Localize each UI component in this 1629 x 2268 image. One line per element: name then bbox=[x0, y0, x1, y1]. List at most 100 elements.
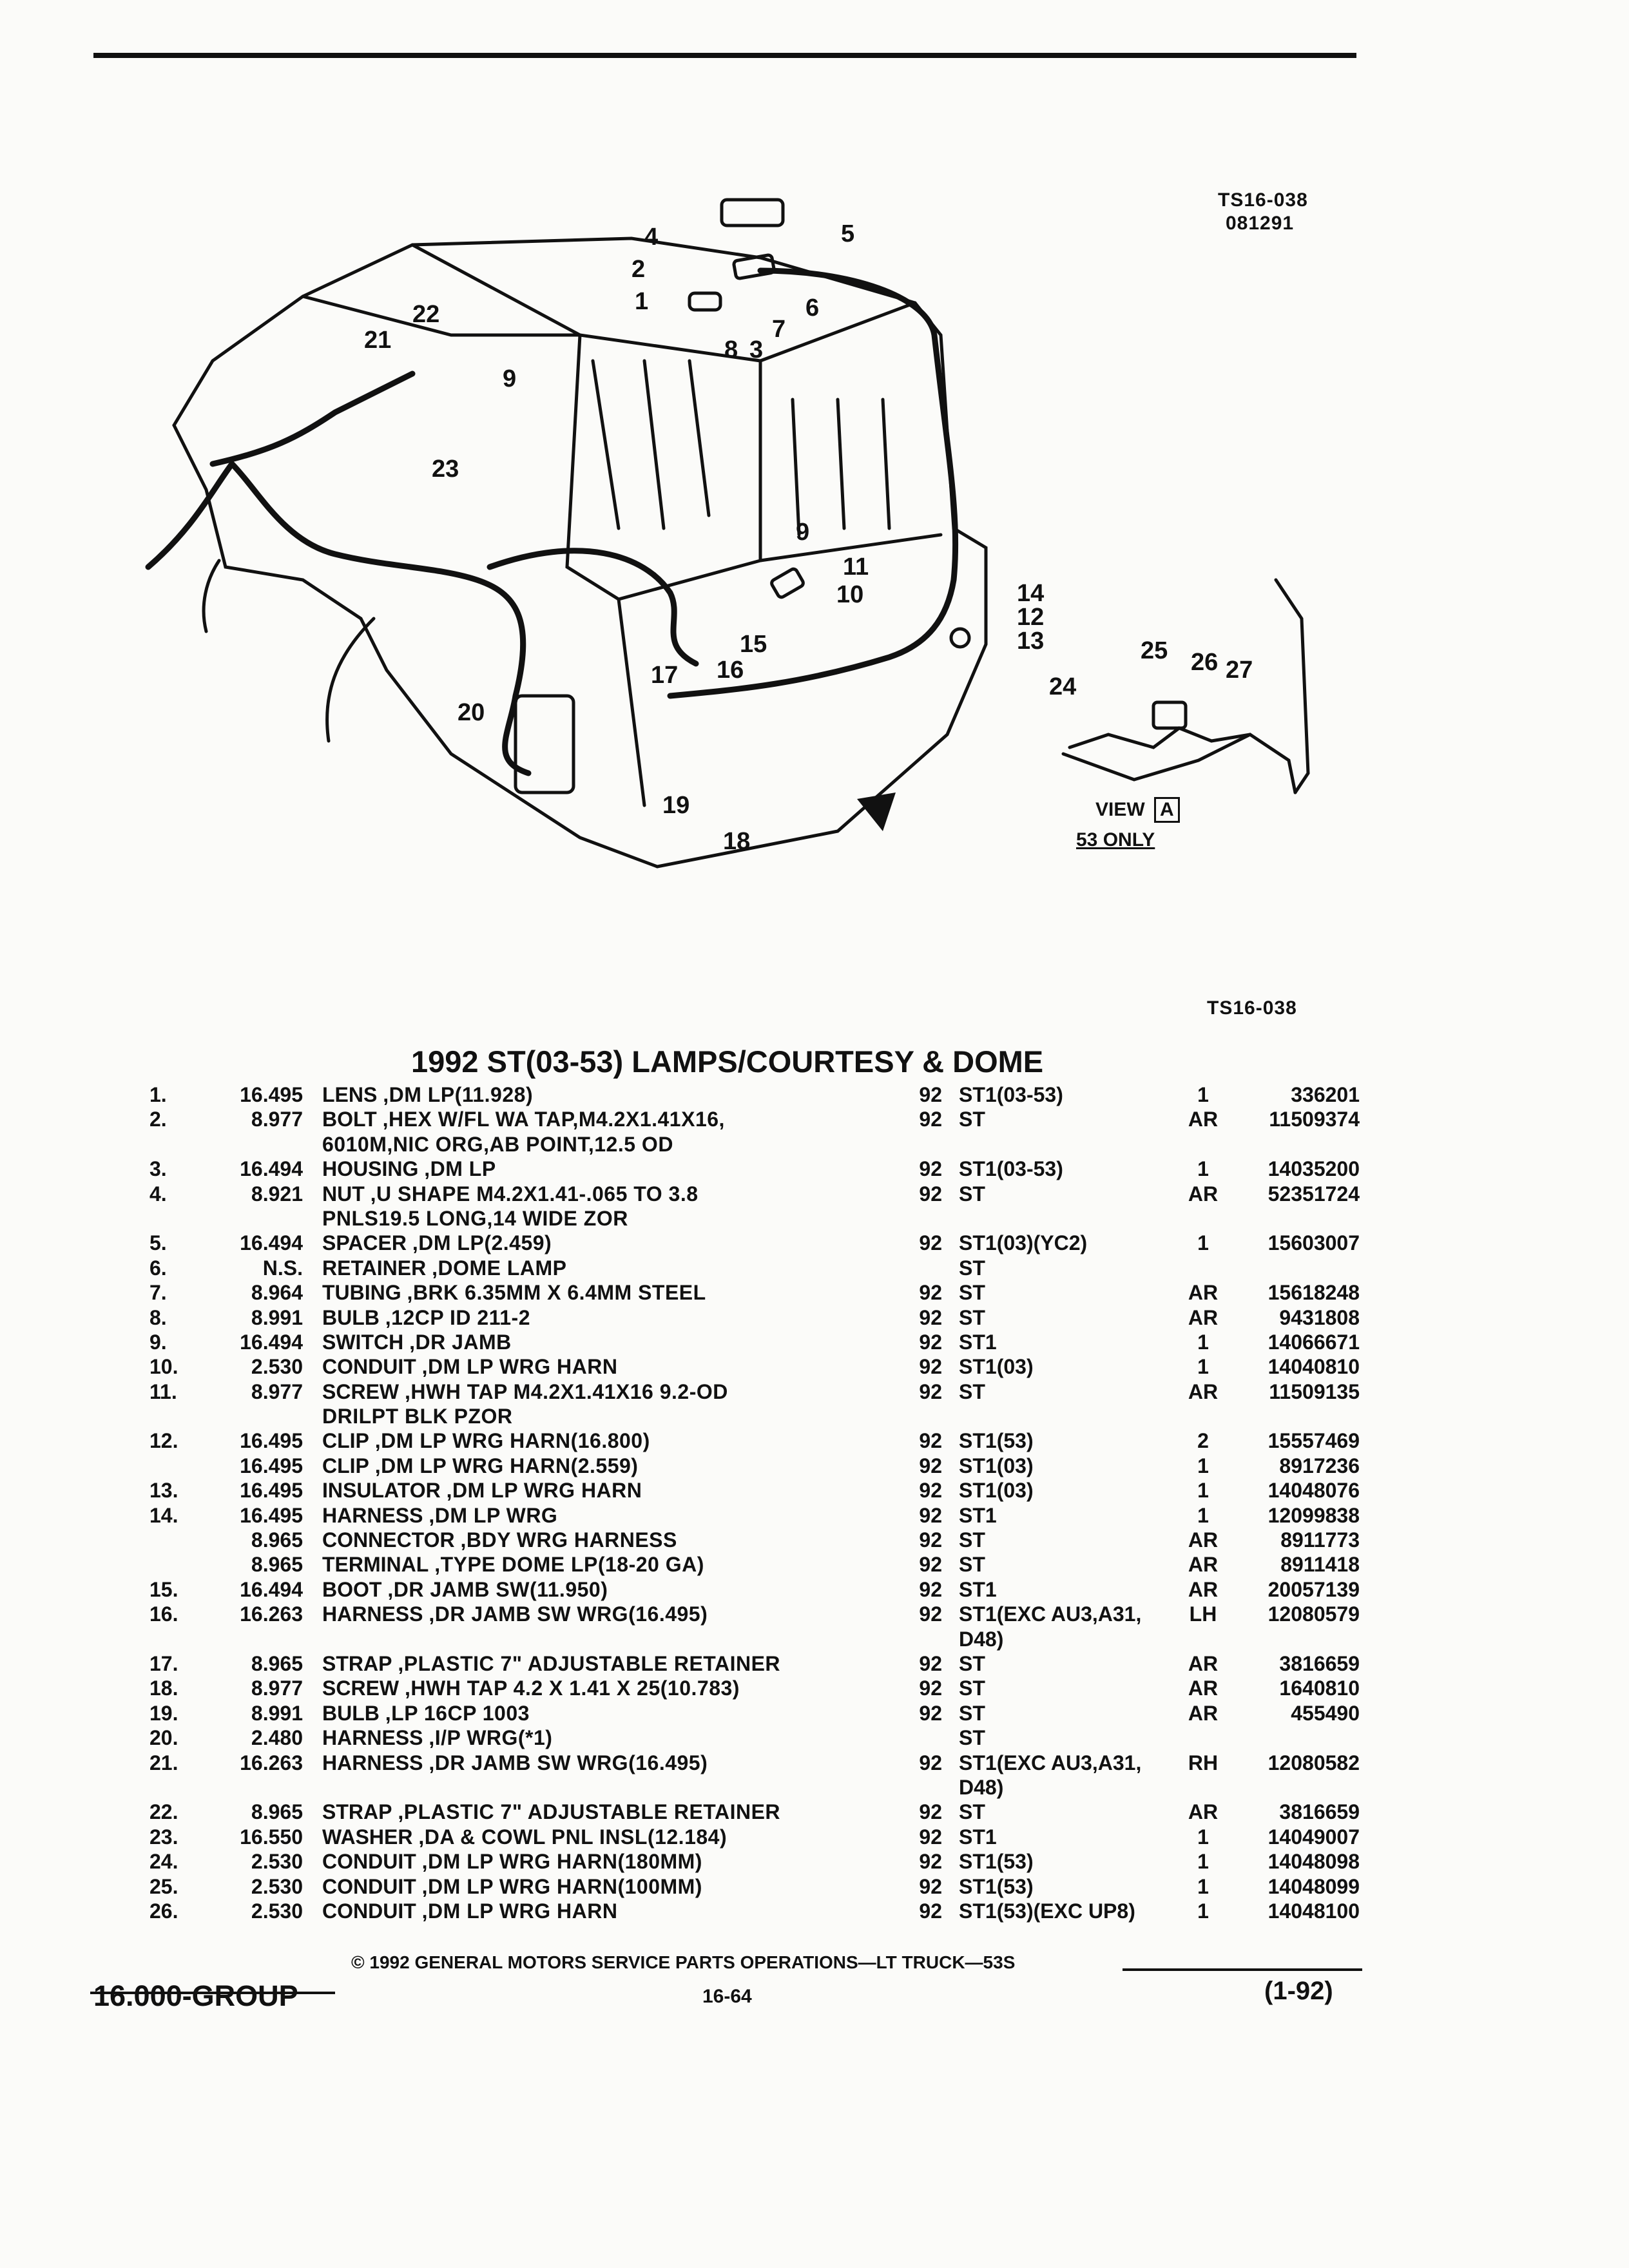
part-detail: ,DR JAMB SW WRG(16.495) bbox=[429, 1751, 708, 1774]
callout-13: 13 bbox=[1017, 628, 1044, 655]
quantity: AR bbox=[1188, 1108, 1219, 1131]
part-name: STRAP bbox=[322, 1651, 392, 1675]
callout-15: 15 bbox=[740, 631, 767, 658]
item-number: 18. bbox=[149, 1677, 178, 1700]
item-number: 16. bbox=[149, 1602, 178, 1626]
view-letter-box: A bbox=[1154, 797, 1180, 823]
part-name: HARNESS bbox=[322, 1602, 423, 1626]
quantity: AR bbox=[1188, 1701, 1219, 1725]
part-description: CONDUIT ,DM LP WRG HARN(180MM) bbox=[322, 1849, 702, 1874]
item-number: 21. bbox=[149, 1751, 178, 1774]
model-year: 92 bbox=[919, 1528, 942, 1552]
part-description: STRAP ,PLASTIC 7" ADJUSTABLE RETAINER bbox=[322, 1651, 780, 1676]
callout-7: 7 bbox=[772, 316, 786, 343]
part-name: CONNECTOR bbox=[322, 1528, 455, 1552]
quantity: AR bbox=[1188, 1281, 1219, 1305]
model-year: 92 bbox=[919, 1701, 942, 1725]
item-number: 22. bbox=[149, 1800, 178, 1824]
part-detail: ,DM LP WRG HARN bbox=[421, 1355, 618, 1379]
model-code: ST1(53) bbox=[959, 1874, 1034, 1898]
part-detail: ,DOME LAMP bbox=[432, 1256, 567, 1280]
model-year: 92 bbox=[919, 1231, 942, 1255]
model-year: 92 bbox=[919, 1825, 942, 1849]
model-code: ST1(03) bbox=[959, 1355, 1034, 1379]
group-number: 8.965 bbox=[251, 1528, 303, 1552]
part-number: 15618248 bbox=[1268, 1281, 1360, 1305]
group-number: 16.263 bbox=[240, 1751, 303, 1774]
quantity: 1 bbox=[1197, 1479, 1209, 1503]
part-description: PNLS19.5 LONG,14 WIDE ZOR bbox=[322, 1206, 628, 1231]
model-code: ST bbox=[959, 1553, 985, 1577]
part-number: 9431808 bbox=[1279, 1305, 1360, 1329]
part-detail: ,DA & COWL PNL INSL(12.184) bbox=[418, 1825, 728, 1849]
group-number: 8.964 bbox=[251, 1281, 303, 1305]
model-code: ST bbox=[959, 1281, 985, 1305]
part-name: HARNESS bbox=[322, 1751, 423, 1774]
parts-row: DRILPT BLK PZOR bbox=[0, 1404, 1629, 1428]
part-name: CLIP bbox=[322, 1454, 369, 1477]
callout-25: 25 bbox=[1141, 637, 1168, 664]
part-description: SPACER ,DM LP(2.459) bbox=[322, 1231, 552, 1255]
callout-11: 11 bbox=[843, 553, 869, 581]
callout-8: 8 bbox=[724, 336, 738, 363]
quantity: LH bbox=[1189, 1602, 1217, 1626]
part-description: HARNESS ,DR JAMB SW WRG(16.495) bbox=[322, 1602, 708, 1626]
part-detail: ,12CP ID 211-2 bbox=[385, 1305, 530, 1329]
group-number: 16.495 bbox=[240, 1429, 303, 1453]
callout-16: 16 bbox=[717, 657, 744, 684]
part-detail: ,DR JAMB SW(11.950) bbox=[387, 1577, 608, 1601]
item-number: 3. bbox=[149, 1157, 167, 1181]
part-detail: ,DM LP(2.459) bbox=[412, 1231, 552, 1255]
wiring-harness bbox=[145, 267, 959, 776]
callout-10: 10 bbox=[836, 581, 863, 608]
group-number: 2.530 bbox=[251, 1874, 303, 1898]
part-number: 3816659 bbox=[1279, 1800, 1360, 1824]
model-year: 92 bbox=[919, 1503, 942, 1527]
part-description: SCREW ,HWH TAP 4.2 X 1.41 X 25(10.783) bbox=[322, 1676, 740, 1700]
part-description: HARNESS ,DM LP WRG bbox=[322, 1503, 557, 1528]
part-detail: ,DM LP WRG HARN bbox=[446, 1479, 642, 1503]
callout-26: 26 bbox=[1191, 649, 1218, 676]
group-number: 16.495 bbox=[240, 1479, 303, 1503]
part-detail: ,DM LP WRG HARN bbox=[421, 1899, 618, 1923]
quantity: 1 bbox=[1197, 1899, 1209, 1923]
view-label-text: VIEW bbox=[1095, 799, 1145, 820]
part-description: HOUSING ,DM LP bbox=[322, 1157, 496, 1181]
model-code: ST1(03) bbox=[959, 1454, 1034, 1477]
part-description: TUBING ,BRK 6.35MM X 6.4MM STEEL bbox=[322, 1280, 706, 1305]
callout-1: 1 bbox=[635, 288, 648, 315]
callout-27: 27 bbox=[1226, 657, 1253, 684]
model-year: 92 bbox=[919, 1330, 942, 1354]
callout-18: 18 bbox=[723, 828, 750, 855]
item-number: 8. bbox=[149, 1305, 167, 1329]
group-number: 8.991 bbox=[251, 1305, 303, 1329]
part-detail: ,HWH TAP M4.2X1.41X16 9.2-OD bbox=[405, 1379, 728, 1403]
group-label: 16.000-GROUP bbox=[93, 1979, 298, 2012]
part-name: BULB bbox=[322, 1305, 380, 1329]
group-number: 2.530 bbox=[251, 1850, 303, 1874]
item-number: 13. bbox=[149, 1479, 178, 1503]
model-year: 92 bbox=[919, 1577, 942, 1601]
group-number: 8.991 bbox=[251, 1701, 303, 1725]
group-number: 8.977 bbox=[251, 1677, 303, 1700]
part-detail: 6010M,NIC ORG,AB POINT,12.5 OD bbox=[322, 1132, 673, 1156]
part-number: 336201 bbox=[1291, 1083, 1360, 1106]
part-detail: ,HEX W/FL WA TAP,M4.2X1.41X16, bbox=[382, 1108, 725, 1131]
model-year: 92 bbox=[919, 1800, 942, 1824]
part-description: CONDUIT ,DM LP WRG HARN(100MM) bbox=[322, 1874, 702, 1899]
quantity: AR bbox=[1188, 1651, 1219, 1675]
part-description: CONDUIT ,DM LP WRG HARN bbox=[322, 1899, 617, 1923]
group-number: 2.530 bbox=[251, 1899, 303, 1923]
view-label: VIEW A bbox=[1095, 797, 1180, 823]
part-description: DRILPT BLK PZOR bbox=[322, 1404, 512, 1428]
part-number: 8911418 bbox=[1280, 1553, 1360, 1577]
group-number: 8.921 bbox=[251, 1182, 303, 1206]
